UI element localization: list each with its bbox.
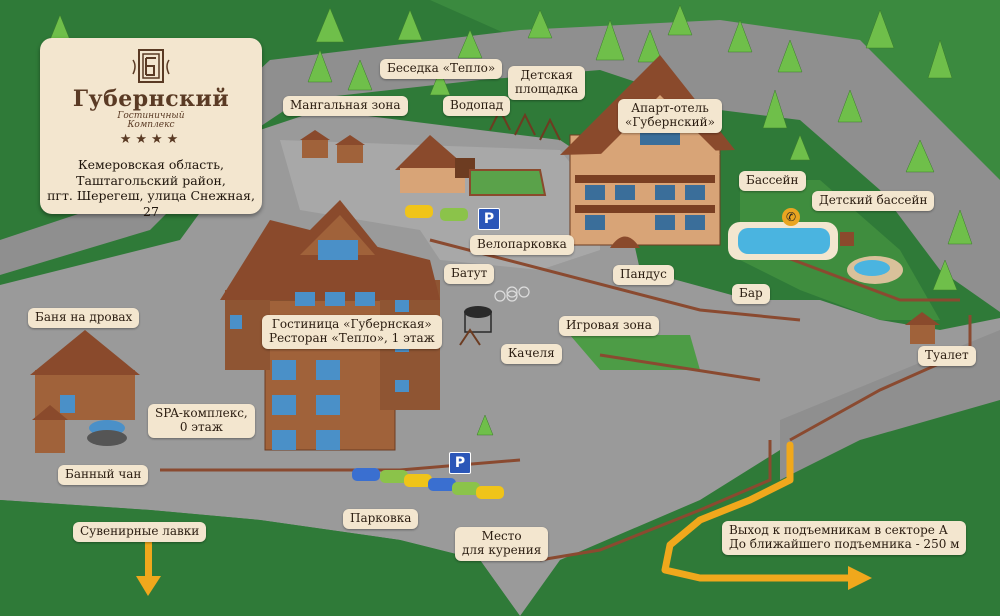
souvenir-arrow: [136, 538, 161, 596]
label-vodopad[interactable]: Водопад: [443, 96, 511, 116]
parking-sign-upper: P: [478, 208, 500, 230]
tree: [789, 134, 811, 161]
bike-parking-icon: [494, 286, 530, 302]
toilet-building[interactable]: [905, 312, 940, 344]
kids-pool[interactable]: [840, 232, 903, 284]
tree: [637, 29, 663, 63]
banny-chan[interactable]: [87, 420, 127, 446]
fence-right-upper: [789, 315, 972, 442]
label-besedka[interactable]: Беседка «Тепло»: [380, 59, 503, 79]
label-vyhod-line-2: До ближайшего подъемника - 250 м: [729, 536, 960, 551]
banya-building[interactable]: [30, 330, 140, 453]
label-batut[interactable]: Батут: [444, 264, 495, 284]
tree: [927, 39, 953, 79]
pool[interactable]: [728, 222, 838, 260]
label-mesto-line-2: для курения: [462, 542, 542, 557]
logo-icon: [132, 49, 170, 83]
label-apart-line-1: Апарт-отель: [631, 101, 709, 115]
label-spa-line-2: 0 этаж: [179, 419, 223, 434]
trampoline[interactable]: [464, 306, 492, 333]
tree: [947, 209, 973, 245]
label-mangal[interactable]: Мангальная зона: [283, 96, 408, 116]
label-banya[interactable]: Баня на дровах: [28, 308, 140, 328]
label-bar[interactable]: Бар: [732, 284, 770, 304]
label-vyhod-k-podemnikam[interactable]: Выход к подъемникам в секторе А До ближа…: [722, 521, 967, 555]
fence-play: [599, 353, 761, 382]
label-tualet[interactable]: Туалет: [918, 346, 976, 366]
label-apart-hotel[interactable]: Апарт-отель «Губернский»: [618, 99, 722, 133]
parking-sign-lower: P: [449, 452, 471, 474]
tree: [429, 69, 451, 96]
tree: [457, 29, 483, 59]
label-suvenirnye-lavki[interactable]: Сувенирные лавки: [73, 522, 207, 542]
label-gostinitsa-line-1: Гостиница «Губернская»: [271, 317, 432, 331]
garden-bed: [469, 169, 547, 196]
label-parkovka[interactable]: Парковка: [343, 509, 419, 529]
label-gostinitsa-line-2: Ресторан «Тепло», 1 этаж: [269, 330, 435, 345]
brand-name: Губернский: [72, 86, 230, 112]
tree: [315, 7, 345, 43]
tree: [527, 9, 553, 39]
label-banny-chan[interactable]: Банный чан: [58, 465, 149, 485]
tree: [762, 89, 788, 129]
fence-right-bottom: [539, 440, 772, 562]
label-detskaya-line-1: Детская: [520, 68, 573, 82]
tree: [865, 9, 895, 49]
tree: [595, 19, 625, 61]
label-apart-line-2: «Губернский»: [625, 114, 715, 129]
tree: [667, 4, 693, 36]
label-vyhod-line-1: Выход к подъемникам в секторе А: [729, 523, 948, 537]
tree: [727, 19, 753, 53]
cars-upper: [405, 205, 468, 221]
label-gostinitsa[interactable]: Гостиница «Губернская» Ресторан «Тепло»,…: [262, 315, 442, 349]
tree: [932, 259, 958, 291]
label-detskaya-ploshchadka[interactable]: Детская площадка: [508, 66, 586, 100]
label-mesto-dlya-kureniya[interactable]: Место для курения: [455, 527, 549, 561]
cars-lower: [352, 468, 504, 499]
label-detskaya-line-2: площадка: [515, 81, 579, 96]
label-spa-line-1: SPA-комплекс,: [155, 406, 248, 420]
mangal-huts[interactable]: [300, 130, 365, 163]
info-card: Губернский Гостиничный Комплекс ★★★★ Кем…: [40, 38, 262, 219]
trees: [47, 4, 973, 436]
swing[interactable]: [459, 328, 481, 346]
exit-road: [780, 330, 1000, 480]
tree: [777, 39, 803, 73]
exit-arrowhead: [848, 566, 872, 590]
tree: [837, 89, 863, 123]
exit-arrow-path: [661, 441, 854, 582]
label-detsky-basseyn[interactable]: Детский бассейн: [812, 191, 935, 211]
label-mesto-line-1: Место: [481, 529, 522, 543]
fence-right-lawn: [779, 253, 960, 302]
brand-subtitle-1: Гостиничный: [117, 111, 185, 121]
tree: [397, 9, 423, 41]
label-basseyn[interactable]: Бассейн: [739, 171, 806, 191]
label-veloparkovka[interactable]: Велопарковка: [470, 235, 574, 255]
address-line-1: Кемеровская область,: [77, 157, 225, 172]
tree: [905, 139, 935, 173]
brand-subtitle-2: Комплекс: [127, 120, 175, 130]
label-igrovaya-zona[interactable]: Игровая зона: [559, 316, 659, 336]
address: Кемеровская область, Таштагольский район…: [40, 157, 262, 220]
address-line-2: Таштагольский район,: [76, 172, 226, 188]
address-line-3: пгт. Шерегеш, улица Снежная, 27: [47, 188, 255, 219]
label-pandus[interactable]: Пандус: [613, 265, 674, 285]
play-zone-lawn: [570, 335, 700, 370]
label-kachelya[interactable]: Качеля: [501, 344, 562, 364]
exit-arrow: [661, 441, 854, 582]
phone-icon: ✆: [782, 208, 800, 226]
stars-rating: ★★★★: [119, 132, 183, 147]
fence-middle: [429, 238, 801, 322]
label-spa[interactable]: SPA-комплекс, 0 этаж: [148, 404, 255, 438]
tree: [476, 414, 494, 436]
tree: [347, 59, 373, 91]
tree: [307, 49, 333, 83]
